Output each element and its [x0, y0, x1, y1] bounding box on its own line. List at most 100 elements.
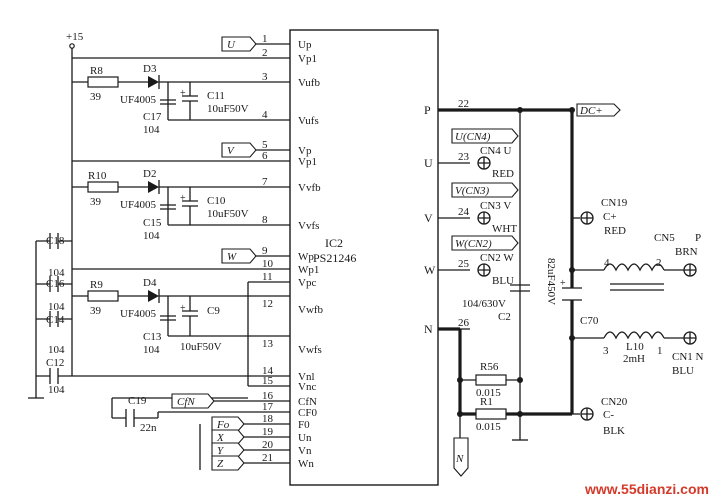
- svg-text:2mH: 2mH: [623, 353, 645, 365]
- ic-pin-name: U: [424, 156, 433, 170]
- ic-pin-number: 21: [262, 452, 273, 464]
- svg-text:WHT: WHT: [492, 223, 517, 235]
- svg-text:Y: Y: [217, 445, 225, 457]
- svg-text:+: +: [180, 88, 186, 99]
- capacitor-c18: [49, 233, 59, 249]
- ic-pin-number: 26: [458, 317, 470, 329]
- svg-text:C17: C17: [143, 111, 162, 123]
- svg-text:+: +: [180, 193, 186, 204]
- svg-text:C10: C10: [207, 195, 226, 207]
- svg-text:N: N: [455, 453, 464, 465]
- ic-pin-number: 5: [262, 139, 268, 151]
- output-tag: U(CN4): [451, 128, 519, 144]
- supply-label: +15: [66, 31, 84, 43]
- svg-text:0.015: 0.015: [476, 387, 501, 399]
- svg-text:BLK: BLK: [603, 425, 625, 437]
- ic-pin-number: 7: [262, 176, 268, 188]
- ic-ref: IC2: [325, 236, 343, 250]
- ic-pin-name: Vpc: [298, 277, 316, 289]
- svg-text:4: 4: [604, 257, 610, 269]
- ic-pin-name: Vufb: [298, 77, 320, 89]
- n-tag: N: [453, 437, 469, 477]
- connector-cn19[interactable]: CN19 C+ RED: [580, 197, 628, 237]
- svg-text:C13: C13: [143, 331, 162, 343]
- svg-text:+: +: [560, 278, 566, 289]
- svg-text:C+: C+: [603, 211, 617, 223]
- ic-pin-number: 10: [262, 258, 274, 270]
- svg-text:104: 104: [48, 344, 65, 356]
- ic-pin-name: CF0: [298, 407, 317, 419]
- ic-pin-name: W: [424, 263, 436, 277]
- input-tag-v: V: [221, 142, 257, 158]
- capacitor-c2: [510, 284, 530, 292]
- svg-text:UF4005: UF4005: [120, 94, 157, 106]
- svg-text:D4: D4: [143, 277, 157, 289]
- svg-text:X: X: [216, 432, 225, 444]
- svg-text:R10: R10: [88, 170, 107, 182]
- svg-text:104: 104: [48, 384, 65, 396]
- connector-cn1[interactable]: CN1 N BLU: [672, 331, 704, 377]
- capacitor-c19: [125, 409, 135, 427]
- svg-text:C12: C12: [46, 357, 64, 369]
- svg-text:Fo: Fo: [216, 419, 230, 431]
- ic-pin-name: Vp1: [298, 156, 317, 168]
- svg-text:2: 2: [656, 257, 662, 269]
- watermark: www.55dianzi.com: [584, 481, 709, 497]
- inductor-l10: 4 2 3 1 L10 2mH: [572, 257, 684, 365]
- capacitor-c17: [160, 99, 176, 105]
- ic-pin-name: Un: [298, 432, 312, 444]
- svg-text:104: 104: [143, 344, 160, 356]
- ic-pin-number: 18: [262, 413, 274, 425]
- ic-pin-name: Vwfs: [298, 344, 322, 356]
- svg-text:10uF50V: 10uF50V: [180, 341, 222, 353]
- resistor-r8: [87, 76, 119, 88]
- svg-text:D3: D3: [143, 63, 157, 75]
- input-tag-z: Z: [211, 455, 245, 471]
- svg-text:0.015: 0.015: [476, 421, 501, 433]
- ic-pin-name: CfN: [298, 396, 317, 408]
- diode-d2: [148, 181, 159, 193]
- ic-pin-name: Vp1: [298, 53, 317, 65]
- ic-pin-number: 4: [262, 109, 268, 121]
- svg-text:CN20: CN20: [601, 396, 628, 408]
- svg-text:U(CN4): U(CN4): [455, 131, 491, 143]
- ic-pin-name: Vvfs: [298, 220, 319, 232]
- svg-text:104: 104: [48, 267, 65, 279]
- ic-pin-name: P: [424, 103, 431, 117]
- svg-text:3: 3: [603, 345, 609, 357]
- ic-pin-name: V: [424, 211, 433, 225]
- decoupling-caps: C18 104 C16 104 C14 104 C12 104: [36, 233, 72, 396]
- input-tag-cfn: CfN: [171, 393, 215, 409]
- svg-text:R56: R56: [480, 361, 499, 373]
- ic-pin-name: Vp: [298, 145, 312, 157]
- ic-part: PS21246: [313, 251, 356, 265]
- svg-text:CfN: CfN: [177, 396, 195, 408]
- svg-text:10uF50V: 10uF50V: [207, 103, 249, 115]
- connector-cn20[interactable]: CN20 C- BLK: [580, 396, 628, 437]
- bootstrap-w: R9 39 D4 UF4005 + C9 10uF50V C13 104: [87, 277, 290, 356]
- capacitor-c16: [49, 276, 59, 292]
- ic-pin-number: 25: [458, 258, 470, 270]
- ic-pin-name: N: [424, 322, 433, 336]
- ic-pin-name: Wp: [298, 251, 314, 263]
- ic-pin-number: 11: [262, 271, 273, 283]
- output-tags: U(CN4) V(CN3) W(CN2): [451, 128, 519, 251]
- ic-pin-number: 15: [262, 375, 274, 387]
- output-tag: V(CN3): [451, 182, 519, 198]
- output-tag: W(CN2): [451, 235, 519, 251]
- svg-text:C18: C18: [46, 235, 65, 247]
- capacitor-c9: [182, 310, 198, 336]
- svg-text:CN4 U: CN4 U: [480, 145, 512, 157]
- svg-text:U: U: [227, 39, 236, 51]
- svg-text:C9: C9: [207, 305, 220, 317]
- svg-text:BLU: BLU: [672, 365, 694, 377]
- connector-cn5[interactable]: CN5 P BRN: [654, 232, 701, 277]
- ic-pin-name: Vnc: [298, 381, 316, 393]
- svg-text:C19: C19: [128, 395, 147, 407]
